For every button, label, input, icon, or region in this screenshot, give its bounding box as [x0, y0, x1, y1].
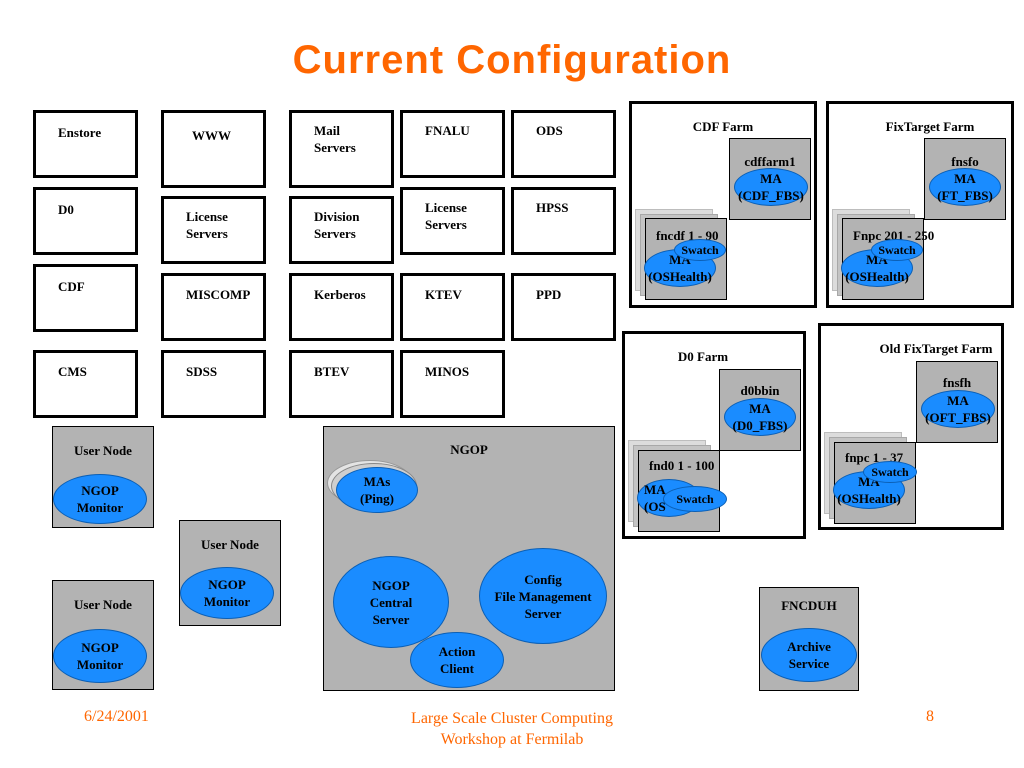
- server-name: cdffarm1: [744, 154, 796, 169]
- box-label: License Servers: [186, 209, 228, 241]
- server-ma: MA (FT_FBS): [929, 168, 1001, 206]
- server-ma: MA (D0_FBS): [724, 398, 796, 436]
- farm-title: FixTarget Farm: [885, 119, 975, 134]
- fncduh-title: FNCDUH: [781, 598, 837, 613]
- ngop-panel: NGOP MAs (Ping) NGOP Central Server Conf…: [323, 426, 615, 691]
- footer-date: 6/24/2001: [84, 708, 149, 725]
- farm-server: d0bbin MA (D0_FBS): [719, 369, 801, 451]
- box-fnalu: FNALU: [400, 110, 505, 178]
- farm-nodes: fncdf 1 - 90 MA (OSHealth) Swatch: [644, 218, 727, 300]
- nodes-ma: MA (OSHealth): [841, 249, 913, 287]
- fncduh: FNCDUH Archive Service: [759, 587, 859, 691]
- box-label: FNALU: [425, 123, 470, 138]
- box-label: CDF: [58, 279, 85, 294]
- swatch: Swatch: [863, 461, 917, 483]
- box-d0: D0: [33, 187, 138, 255]
- box-ods: ODS: [511, 110, 616, 178]
- old-fixtarget-farm: Old FixTarget Farm fnsfh MA (OFT_FBS) fn…: [818, 323, 1004, 530]
- box-label: SDSS: [186, 364, 218, 379]
- box-license-servers-2: License Servers: [400, 187, 505, 255]
- swatch: Swatch: [663, 486, 727, 512]
- box-label: BTEV: [314, 364, 350, 379]
- d0-farm: D0 Farm d0bbin MA (D0_FBS) fnd0 1 - 100 …: [622, 331, 806, 539]
- footer-page-number: 8: [926, 708, 934, 725]
- mas-ping: MAs (Ping): [336, 467, 418, 513]
- box-label: MISCOMP: [186, 287, 251, 302]
- server-ma: MA (OFT_FBS): [921, 390, 995, 428]
- archive-service: Archive Service: [761, 628, 857, 682]
- box-label: Kerberos: [314, 287, 366, 302]
- farm-nodes: Fnpc 201 - 250 MA (OSHealth) Swatch: [841, 218, 934, 300]
- user-node-1: User Node NGOP Monitor: [52, 426, 154, 528]
- box-btev: BTEV: [289, 350, 394, 418]
- swatch: Swatch: [871, 239, 923, 261]
- user-node-label: User Node: [74, 443, 132, 458]
- server-ma: MA (CDF_FBS): [734, 168, 808, 206]
- nodes-label: Fnpc 201 - 250: [853, 228, 935, 243]
- farm-title: D0 Farm: [677, 349, 729, 364]
- box-miscomp: MISCOMP: [161, 273, 266, 341]
- farm-nodes: fnpc 1 - 37 MA (OSHealth) Swatch: [833, 442, 917, 524]
- box-www: WWW: [161, 110, 266, 188]
- user-node-2: User Node NGOP Monitor: [179, 520, 281, 626]
- server-name: d0bbin: [740, 383, 780, 398]
- fixtarget-farm: FixTarget Farm fnsfo MA (FT_FBS) Fnpc 20…: [826, 101, 1014, 308]
- server-name: fnsfo: [951, 154, 979, 169]
- box-label: WWW: [192, 128, 231, 143]
- farm-server: fnsfo MA (FT_FBS): [924, 138, 1006, 220]
- box-division-servers: Division Servers: [289, 196, 394, 264]
- box-hpss: HPSS: [511, 187, 616, 255]
- farm-nodes: fnd0 1 - 100 MA (OS Swatch: [637, 450, 727, 532]
- farm-server: fnsfh MA (OFT_FBS): [916, 361, 998, 443]
- box-label: D0: [58, 202, 74, 217]
- config-file-management-server: Config File Management Server: [479, 548, 607, 644]
- box-label: CMS: [58, 364, 87, 379]
- box-label: HPSS: [536, 200, 569, 215]
- slide-title: Current Configuration: [292, 38, 732, 82]
- box-label: Enstore: [58, 125, 102, 140]
- box-mail-servers: Mail Servers: [289, 110, 394, 188]
- nodes-label: fnd0 1 - 100: [649, 458, 715, 473]
- user-node-label: User Node: [74, 597, 132, 612]
- swatch: Swatch: [674, 239, 726, 261]
- footer-center: Large Scale Cluster Computing Workshop a…: [411, 710, 613, 748]
- farm-title: Old FixTarget Farm: [879, 341, 993, 356]
- farm-server: cdffarm1 MA (CDF_FBS): [729, 138, 811, 220]
- box-sdss: SDSS: [161, 350, 266, 418]
- farm-title: CDF Farm: [692, 119, 754, 134]
- box-cdf: CDF: [33, 264, 138, 332]
- box-ppd: PPD: [511, 273, 616, 341]
- box-label: Division Servers: [314, 209, 360, 241]
- ngop-monitor: NGOP Monitor: [53, 474, 147, 524]
- box-enstore: Enstore: [33, 110, 138, 178]
- user-node-label: User Node: [201, 537, 259, 552]
- box-label: MINOS: [425, 364, 470, 379]
- ngop-monitor: NGOP Monitor: [53, 629, 147, 683]
- ngop-central-server: NGOP Central Server: [333, 556, 449, 648]
- ngop-monitor: NGOP Monitor: [180, 567, 274, 619]
- box-license-servers-1: License Servers: [161, 196, 266, 264]
- server-name: fnsfh: [942, 375, 972, 390]
- box-label: KTEV: [425, 287, 462, 302]
- box-minos: MINOS: [400, 350, 505, 418]
- ngop-title: NGOP: [450, 442, 488, 457]
- box-ktev: KTEV: [400, 273, 505, 341]
- action-client: Action Client: [410, 632, 504, 688]
- box-kerberos: Kerberos: [289, 273, 394, 341]
- cdf-farm: CDF Farm cdffarm1 MA (CDF_FBS) fncdf 1 -…: [629, 101, 817, 308]
- box-label: PPD: [536, 287, 562, 302]
- box-label: License Servers: [425, 200, 467, 232]
- user-node-3: User Node NGOP Monitor: [52, 580, 154, 690]
- box-label: ODS: [536, 123, 563, 138]
- box-cms: CMS: [33, 350, 138, 418]
- box-label: Mail Servers: [314, 123, 356, 155]
